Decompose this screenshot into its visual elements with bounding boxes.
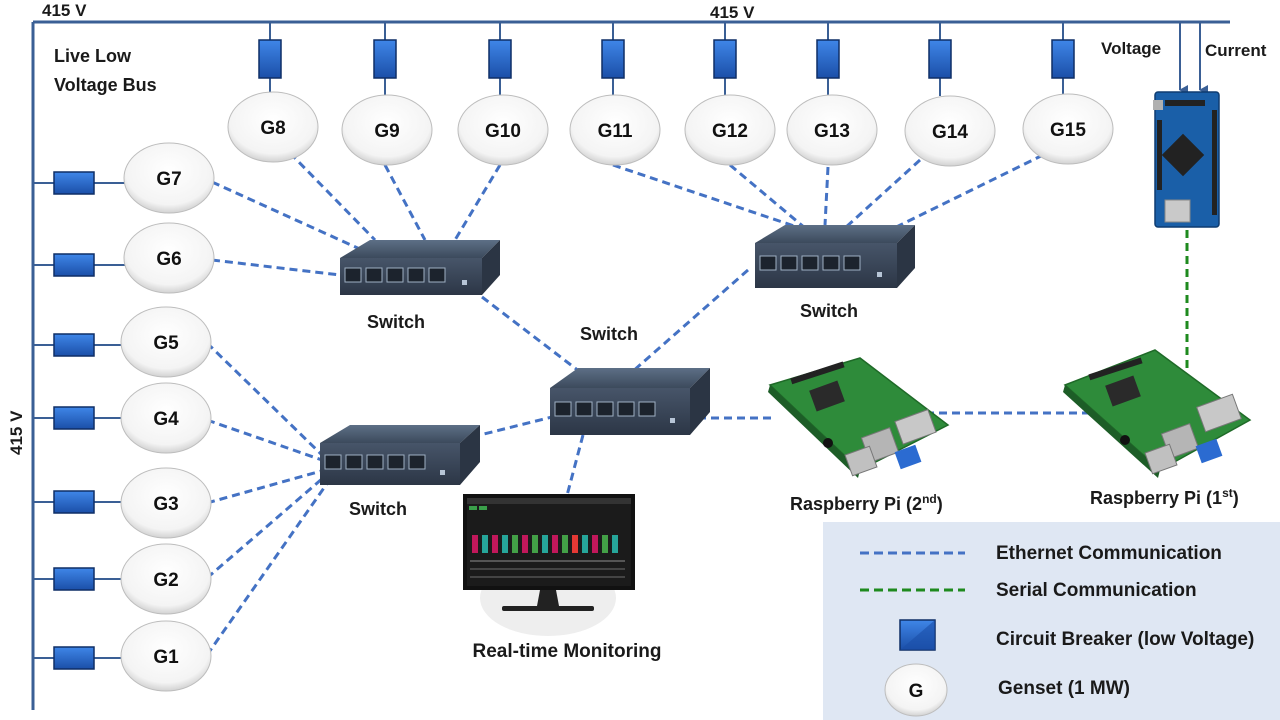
switch-top-left xyxy=(340,240,500,295)
breaker-g13 xyxy=(816,39,840,79)
raspberry-pi-2nd xyxy=(768,357,950,478)
voltage-sensor-label: Voltage xyxy=(1101,39,1161,58)
breaker-g6 xyxy=(53,253,95,277)
monitor-label: Real-time Monitoring xyxy=(473,641,662,662)
raspberry-pi-2nd-label: Raspberry Pi (2nd) xyxy=(790,492,943,514)
genset-g11: G11 xyxy=(569,94,661,166)
genset-label-g6: G6 xyxy=(156,249,181,270)
bus-voltage-left: 415 V xyxy=(7,410,26,455)
genset-label-g9: G9 xyxy=(374,121,399,142)
genset-label-g10: G10 xyxy=(485,121,521,142)
genset-label-g4: G4 xyxy=(153,409,179,430)
breaker-g10 xyxy=(488,39,512,79)
genset-label-g7: G7 xyxy=(156,169,181,190)
breaker-g5 xyxy=(53,333,95,357)
genset-g12: G12 xyxy=(684,94,776,166)
switch-top-left-label: Switch xyxy=(367,312,425,332)
genset-g8: G8 xyxy=(227,91,319,163)
switch-bottom-left xyxy=(320,425,480,485)
legend-genset-symbol: G xyxy=(909,681,924,702)
breaker-g9 xyxy=(373,39,397,79)
switch-bottom-left-label: Switch xyxy=(349,499,407,519)
breaker-g2 xyxy=(53,567,95,591)
switch-center-label: Switch xyxy=(580,324,638,344)
bus-title-line2: Voltage Bus xyxy=(54,75,157,95)
legend: Ethernet Communication Serial Communicat… xyxy=(823,522,1280,720)
arduino-board xyxy=(1153,91,1220,228)
gensets: G8 G9 G10 G11 G12 G13 G14 G15 xyxy=(120,91,1114,692)
current-sensor-label: Current xyxy=(1205,41,1267,60)
genset-label-g13: G13 xyxy=(814,121,850,142)
breaker-g8 xyxy=(258,39,282,79)
breaker-g12 xyxy=(713,39,737,79)
genset-g4: G4 xyxy=(120,382,212,454)
legend-ethernet-label: Ethernet Communication xyxy=(996,543,1222,564)
legend-breaker-icon xyxy=(899,619,936,651)
genset-g9: G9 xyxy=(341,94,433,166)
legend-serial-label: Serial Communication xyxy=(996,580,1197,601)
genset-g13: G13 xyxy=(786,94,878,166)
switch-top-right-label: Switch xyxy=(800,301,858,321)
genset-g14: G14 xyxy=(904,95,996,167)
genset-label-g15: G15 xyxy=(1050,120,1086,141)
breaker-g1 xyxy=(53,646,95,670)
monitor xyxy=(463,494,635,636)
genset-label-g11: G11 xyxy=(598,121,633,142)
genset-label-g5: G5 xyxy=(153,333,179,354)
genset-label-g3: G3 xyxy=(153,494,178,515)
switch-top-right xyxy=(755,225,915,288)
breaker-g4 xyxy=(53,406,95,430)
breaker-g3 xyxy=(53,490,95,514)
genset-g10: G10 xyxy=(457,94,549,166)
breaker-g11 xyxy=(601,39,625,79)
genset-g5: G5 xyxy=(120,306,212,378)
raspberry-pi-1st xyxy=(1063,349,1252,478)
genset-label-g12: G12 xyxy=(712,121,748,142)
legend-genset-icon: G xyxy=(884,663,948,717)
raspberry-pi-1st-label: Raspberry Pi (1st) xyxy=(1090,486,1239,508)
breaker-g14 xyxy=(928,39,952,79)
genset-g15: G15 xyxy=(1022,93,1114,165)
circuit-breakers xyxy=(53,39,1075,670)
genset-label-g8: G8 xyxy=(260,118,285,139)
switch-center xyxy=(550,368,710,435)
legend-breaker-label: Circuit Breaker (low Voltage) xyxy=(996,629,1254,650)
genset-label-g2: G2 xyxy=(153,570,178,591)
legend-genset-label: Genset (1 MW) xyxy=(998,678,1130,699)
bus-title-line1: Live Low xyxy=(54,46,132,66)
breaker-g7 xyxy=(53,171,95,195)
bus-voltage-top-center: 415 V xyxy=(710,3,755,22)
genset-g6: G6 xyxy=(123,222,215,294)
genset-label-g14: G14 xyxy=(932,122,968,143)
bus-voltage-top-left: 415 V xyxy=(42,1,87,20)
breaker-g15 xyxy=(1051,39,1075,79)
genset-g3: G3 xyxy=(120,467,212,539)
genset-label-g1: G1 xyxy=(153,647,179,668)
genset-g2: G2 xyxy=(120,543,212,615)
genset-g1: G1 xyxy=(120,620,212,692)
genset-g7: G7 xyxy=(123,142,215,214)
